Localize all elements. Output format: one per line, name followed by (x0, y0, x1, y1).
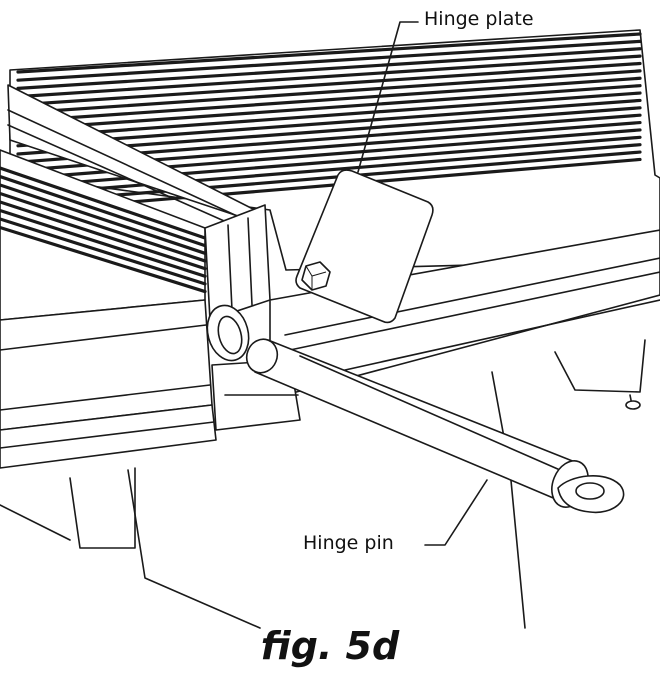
deck-rib (16, 69, 642, 115)
deck-rib (16, 39, 642, 82)
label-hinge-pin: Hinge pin (303, 532, 394, 554)
deck-rib (0, 208, 207, 278)
deck-rib (16, 135, 642, 189)
hinge-pin (254, 339, 576, 501)
deck-rib (0, 217, 207, 286)
deck-rib (0, 166, 207, 240)
leader-line-hinge-pin (424, 479, 488, 546)
support-leg-right (491, 371, 526, 629)
deck-rib (0, 174, 207, 248)
deck-rib (16, 47, 642, 91)
deck-rib (16, 61, 642, 107)
leader-line-hinge-plate (357, 21, 419, 173)
frame-base-left (0, 404, 217, 469)
deck-rib (16, 91, 642, 140)
deck-rib (16, 98, 642, 148)
label-hinge-plate: Hinge plate (424, 8, 534, 30)
support-leg-left (69, 467, 136, 549)
hinge-plate (295, 169, 434, 324)
deck-rib (16, 76, 642, 123)
hex-bolt (301, 261, 331, 291)
deck-rib (16, 150, 642, 205)
channel-member (204, 204, 271, 321)
deck-rib (16, 54, 642, 99)
deck-ribs-left (0, 166, 207, 294)
deck-rib (0, 183, 207, 255)
deck-rib (0, 225, 207, 294)
deck-rib (16, 32, 642, 74)
deck-rib (16, 84, 642, 131)
figure-caption: fig. 5d (260, 624, 400, 668)
deck-rib (16, 143, 642, 197)
deck-rib (0, 200, 207, 271)
deck-ribs-right (16, 32, 642, 213)
deck-rib (0, 191, 207, 263)
